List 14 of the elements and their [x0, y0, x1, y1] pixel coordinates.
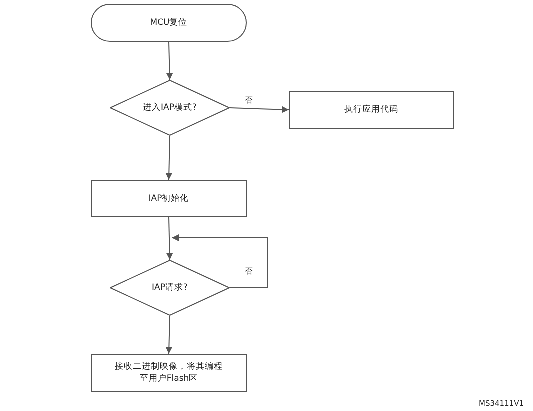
arrow: [172, 234, 268, 288]
edge-label: 否: [244, 95, 254, 106]
arrow: [166, 42, 174, 80]
process-box: IAP初始化: [91, 180, 247, 217]
decision-diamond: 进入IAP模式?: [110, 80, 230, 136]
process-box: 接收二进制映像，将其编程至用户Flash区: [91, 354, 247, 392]
edge-label: 否: [244, 266, 254, 277]
decision-diamond: IAP请求?: [110, 260, 230, 316]
start-terminal: MCU复位: [91, 4, 247, 42]
arrow: [166, 316, 173, 354]
process-box: 执行应用代码: [289, 91, 454, 129]
arrow: [166, 136, 173, 180]
arrow: [230, 106, 290, 114]
arrow: [166, 216, 174, 260]
